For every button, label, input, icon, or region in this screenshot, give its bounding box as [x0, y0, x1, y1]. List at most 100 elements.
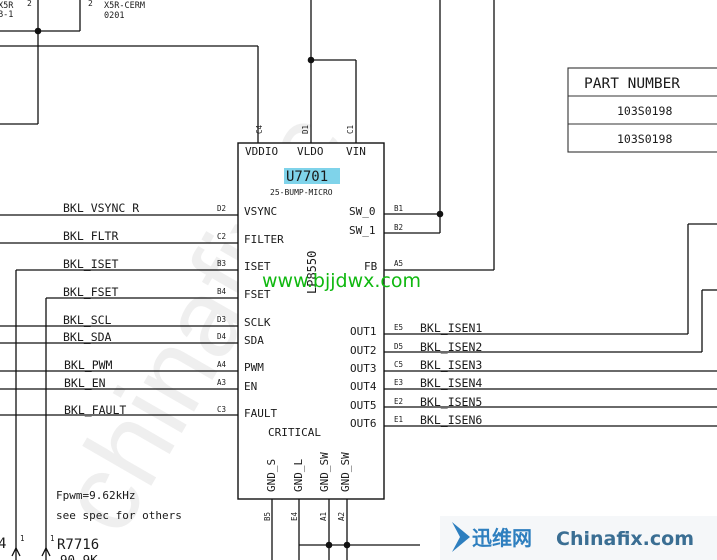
ball-c1: C1	[346, 125, 355, 134]
cap-right-label2: 0201	[104, 11, 124, 21]
net-bkl-pwm: BKL_PWM	[64, 358, 113, 372]
ball-e3: E3	[394, 378, 403, 387]
top-capacitor-fragment: X5R B-1 2 2 X5R-CERM 0201	[0, 0, 259, 143]
pin-fb: FB	[364, 260, 378, 273]
net-bkl-fset: BKL_FSET	[63, 285, 118, 299]
ball-d4: D4	[217, 332, 227, 341]
part-number-row-2: 103S0198	[617, 132, 672, 146]
pin-iset: ISET	[244, 260, 271, 273]
pin-out3: OUT3	[350, 362, 377, 375]
vin-wiring	[307, 0, 357, 143]
ball-d3: D3	[217, 315, 226, 324]
pin-fset: FSET	[244, 288, 271, 301]
pin-gnd-l: GND_L	[292, 459, 305, 492]
pin-sw1: SW_1	[349, 224, 376, 237]
net-bkl-scl: BKL_SCL	[63, 313, 112, 327]
resistor-left-ref: 4	[0, 536, 6, 552]
left-pins: BKL_VSYNC_R D2 VSYNC BKL_FLTR C2 FILTER …	[0, 201, 284, 560]
ball-a2: A2	[337, 512, 346, 521]
pin-out5: OUT5	[350, 399, 377, 412]
chinafix-logo-icon	[452, 522, 470, 552]
fb-rail	[384, 0, 495, 271]
ball-e4: E4	[290, 511, 299, 521]
ic-body	[237, 142, 385, 500]
part-number-row-1: 103S0198	[617, 104, 672, 118]
net-bkl-fltr: BKL_FLTR	[63, 229, 118, 243]
pin-gnd-sw-a2: GND_SW	[339, 452, 352, 492]
resistor-left-pin: 1	[20, 534, 25, 543]
ball-d5: D5	[394, 342, 403, 351]
net-bkl-isen2: BKL_ISEN2	[420, 340, 482, 354]
pin-vin: VIN	[346, 145, 366, 158]
net-bkl-vsync-r: BKL_VSYNC_R	[63, 201, 139, 215]
resistor-refdes: R7716	[57, 537, 99, 553]
net-bkl-iset: BKL_ISET	[63, 257, 118, 271]
resistor-value: 90.9K	[60, 552, 98, 560]
net-bkl-isen5: BKL_ISEN5	[420, 395, 482, 409]
resistor-r7716: 4 1 1 R7716 90.9K	[0, 534, 99, 560]
ball-c4: C4	[255, 124, 264, 134]
ic-package: 25-BUMP-MICRO	[270, 188, 333, 197]
ball-b2: B2	[394, 223, 403, 232]
ball-a1: A1	[319, 512, 328, 521]
ic-refdes: U7701	[286, 169, 328, 185]
pin-2-b: 2	[88, 0, 93, 8]
ic-part-number: LP8550	[305, 251, 319, 294]
note-fpwm: Fpwm=9.62kHz	[56, 489, 135, 502]
pin-sw0: SW_0	[349, 205, 376, 218]
ball-c2: C2	[217, 232, 226, 241]
critical-label: CRITICAL	[268, 426, 321, 439]
note-spec: see spec for others	[56, 509, 182, 522]
pin-filter: FILTER	[244, 233, 284, 246]
ball-d2: D2	[217, 204, 226, 213]
ball-c5: C5	[394, 360, 403, 369]
ball-c3: C3	[217, 405, 226, 414]
cap-right-label: X5R-CERM	[104, 1, 145, 11]
junction-dot	[436, 210, 444, 218]
part-number-table: PART NUMBER 103S0198 103S0198	[567, 67, 717, 153]
bottom-pins: GND_S GND_L GND_SW GND_SW B5 E4 A1 A2	[263, 452, 420, 560]
net-bkl-isen3: BKL_ISEN3	[420, 358, 482, 372]
pin-pwm: PWM	[244, 361, 264, 374]
junction-dot	[343, 541, 351, 549]
ball-d1: D1	[301, 125, 310, 134]
ball-a5: A5	[394, 259, 403, 268]
pin-out1: OUT1	[350, 325, 377, 338]
chinafix-badge: 迅维网 Chinafix.com	[440, 516, 717, 560]
pin-out4: OUT4	[350, 380, 377, 393]
ball-a3: A3	[217, 378, 226, 387]
net-bkl-sda: BKL_SDA	[63, 330, 112, 344]
net-bkl-isen4: BKL_ISEN4	[420, 376, 482, 390]
right-pins-top: SW_0 SW_1 FB B1 B2 A5	[349, 0, 444, 273]
ball-e2: E2	[394, 397, 403, 406]
pin-en: EN	[244, 380, 257, 393]
ball-e1: E1	[394, 415, 403, 424]
resistor-pin: 1	[50, 534, 55, 543]
pin-out6: OUT6	[350, 417, 377, 430]
badge-en: Chinafix.com	[556, 528, 694, 550]
junction-dot	[325, 541, 333, 549]
ball-a4: A4	[217, 360, 227, 369]
ball-e5: E5	[394, 323, 403, 332]
pin-vddio: VDDIO	[245, 145, 278, 158]
net-bkl-isen6: BKL_ISEN6	[420, 413, 482, 427]
ball-b5: B5	[263, 512, 272, 521]
pin-out2: OUT2	[350, 344, 377, 357]
junction-dot	[307, 56, 315, 64]
ball-b3: B3	[217, 259, 226, 268]
right-pins-out: OUT1 OUT2 OUT3 OUT4 OUT5 OUT6 E5 D5 C5 E…	[350, 223, 717, 430]
cap-left-label: X5R	[0, 1, 14, 11]
ball-b1: B1	[394, 204, 403, 213]
net-bkl-fault: BKL_FAULT	[64, 403, 126, 417]
pin-vldo: VLDO	[297, 145, 324, 158]
pin-gnd-s: GND_S	[265, 459, 278, 492]
pin-gnd-sw-a1: GND_SW	[318, 452, 331, 492]
pin-vsync: VSYNC	[244, 205, 277, 218]
net-bkl-isen1: BKL_ISEN1	[420, 321, 482, 335]
top-pins: C4 D1 C1 VDDIO VLDO VIN	[245, 124, 366, 158]
pin-2-a: 2	[27, 0, 32, 8]
refdes-highlight	[284, 168, 340, 184]
pin-sda: SDA	[244, 334, 264, 347]
badge-cn: 迅维网	[472, 526, 532, 550]
